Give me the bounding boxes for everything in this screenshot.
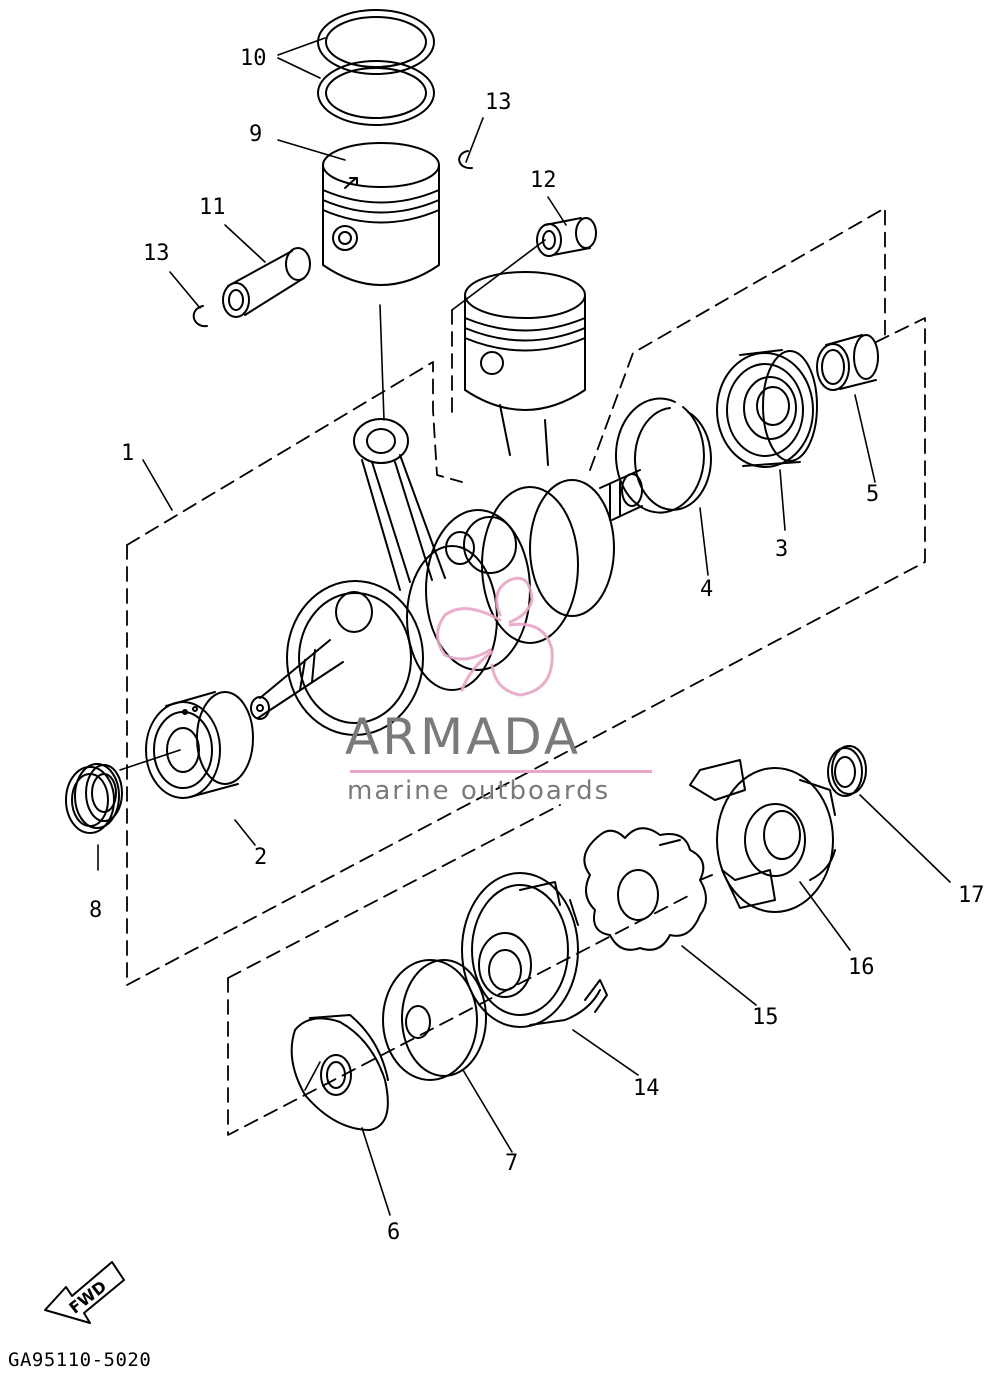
callout-17: 17	[958, 883, 985, 908]
watermark-logo-icon	[436, 576, 554, 697]
coupling-hub	[461, 872, 608, 1028]
shim-washer	[827, 745, 867, 797]
piston-pin	[222, 247, 311, 318]
callout-4: 4	[700, 577, 714, 602]
callout-14: 14	[633, 1076, 660, 1101]
leader-lines	[97, 37, 951, 1216]
spacer-disc	[382, 959, 487, 1081]
piston-rings	[317, 9, 435, 126]
circlips	[192, 150, 473, 328]
drive-coupling	[689, 759, 836, 913]
thrust-washer	[290, 1014, 389, 1131]
callout-16: 16	[848, 955, 875, 980]
c-ring	[615, 397, 712, 514]
callout-1: 1	[121, 441, 135, 466]
drawing-code: GA95110-5020	[8, 1349, 152, 1371]
callout-8: 8	[89, 898, 103, 923]
assembly-boundary-1	[126, 207, 926, 986]
front-bearing	[145, 691, 254, 799]
callout-12: 12	[530, 168, 557, 193]
callout-15: 15	[752, 1005, 779, 1030]
sleeve	[816, 334, 879, 391]
fwd-arrow-icon: FWD	[44, 1261, 125, 1324]
callout-5: 5	[866, 482, 880, 507]
watermark-tagline: marine outboards	[347, 776, 611, 806]
callout-11: 11	[199, 195, 226, 220]
callout-7: 7	[505, 1151, 519, 1176]
callout-6: 6	[387, 1220, 401, 1245]
oil-seal	[65, 763, 123, 834]
callout-2: 2	[254, 845, 268, 870]
callout-9: 9	[249, 122, 263, 147]
callout-10: 10	[240, 46, 267, 71]
watermark-rule	[350, 770, 652, 773]
crankshaft	[250, 271, 643, 736]
rear-bearing	[716, 349, 818, 468]
callout-13-right: 13	[485, 90, 512, 115]
watermark-brand: ARMADA	[345, 708, 582, 766]
piston	[322, 142, 440, 286]
needle-bearing	[536, 217, 597, 257]
callout-13-left: 13	[143, 241, 170, 266]
callout-3: 3	[775, 537, 789, 562]
rubber-damper	[583, 827, 713, 951]
assembly-boundary-2	[227, 804, 691, 1136]
